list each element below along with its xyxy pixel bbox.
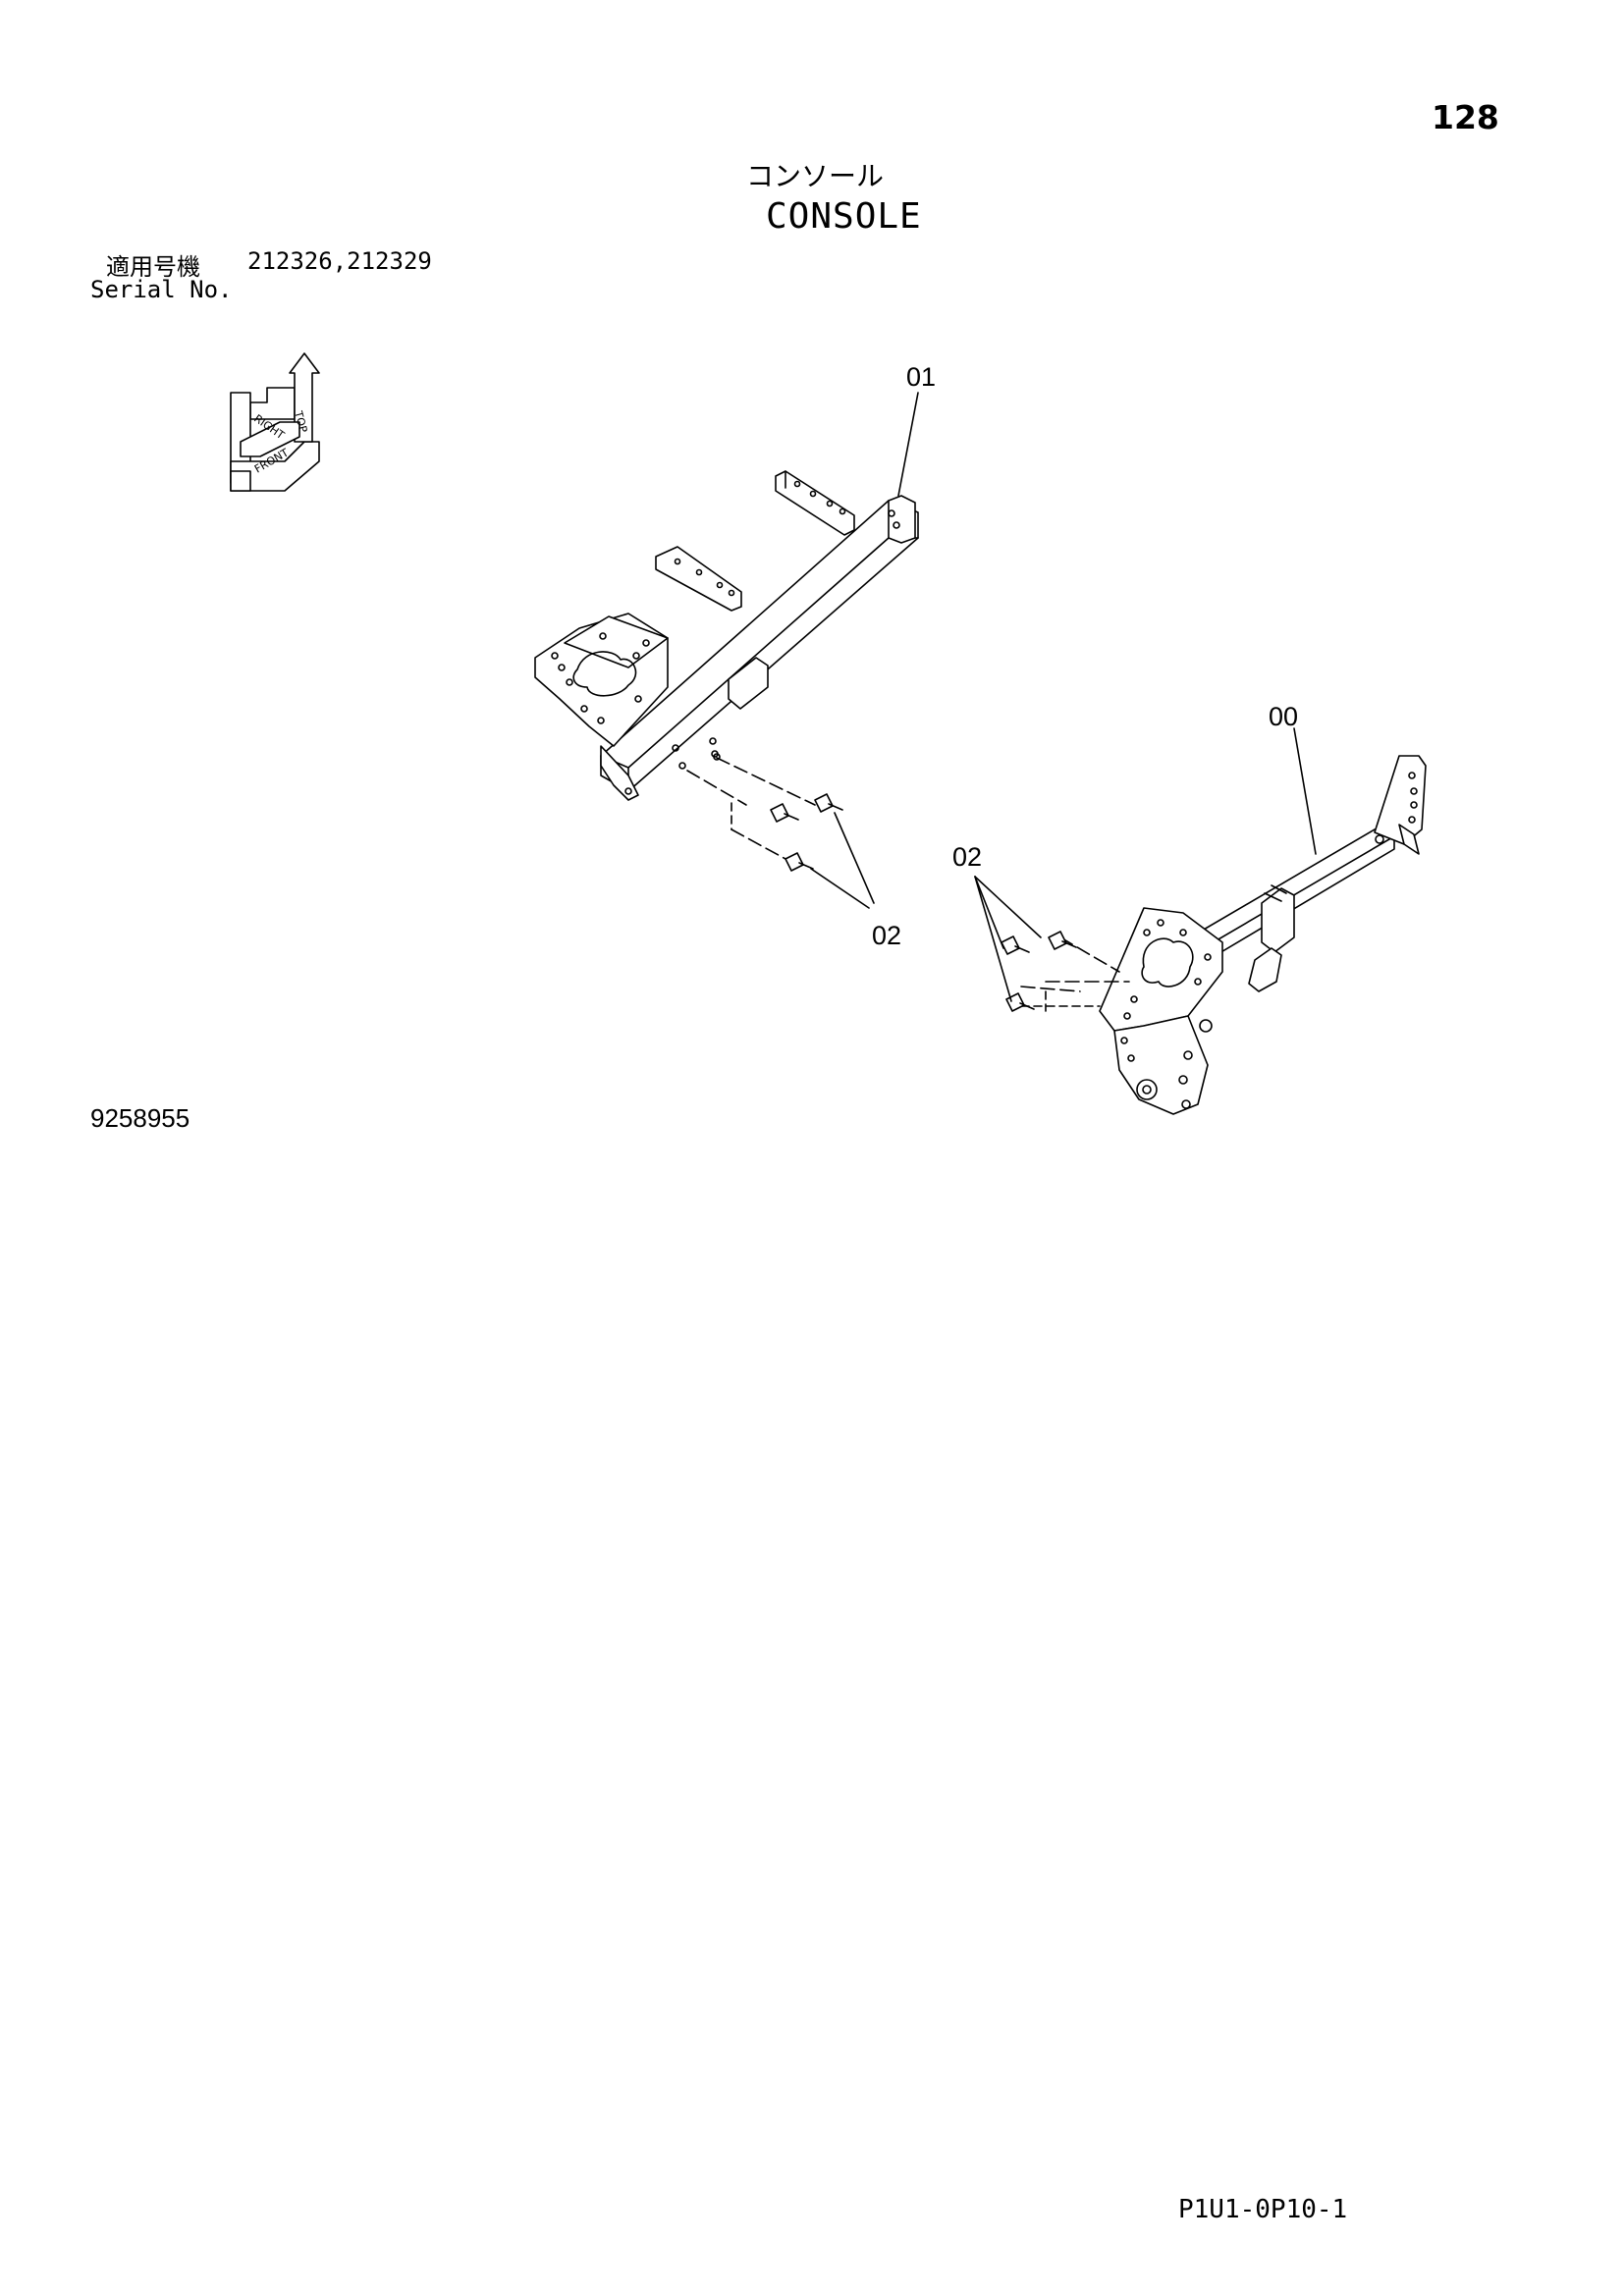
serial-label-japanese: 適用号機	[106, 253, 200, 281]
console-bracket-00	[1099, 755, 1427, 1115]
bolts-02-right	[974, 876, 1130, 1012]
callout-01: 01	[906, 362, 936, 392]
callout-00: 00	[1269, 702, 1298, 731]
drawing-number: 9258955	[90, 1103, 190, 1133]
callout-02-left: 02	[872, 921, 901, 950]
orientation-icon: RIGHT TOP FRONT	[230, 352, 320, 492]
callout-02-right: 02	[952, 842, 982, 872]
title-japanese: コンソール	[746, 160, 885, 192]
console-bracket-01	[534, 470, 919, 801]
page-number: 128	[1432, 98, 1499, 136]
serial-label-english: Serial No.	[90, 276, 233, 303]
leader-line-01	[897, 392, 919, 497]
bolts-02-left	[686, 757, 875, 909]
title-english: CONSOLE	[766, 196, 922, 237]
orientation-label-top: TOP	[292, 408, 310, 434]
footer-code: P1U1-0P10-1	[1178, 2195, 1348, 2224]
serial-numbers: 212326,212329	[247, 247, 432, 275]
leader-line-00	[1293, 727, 1317, 855]
